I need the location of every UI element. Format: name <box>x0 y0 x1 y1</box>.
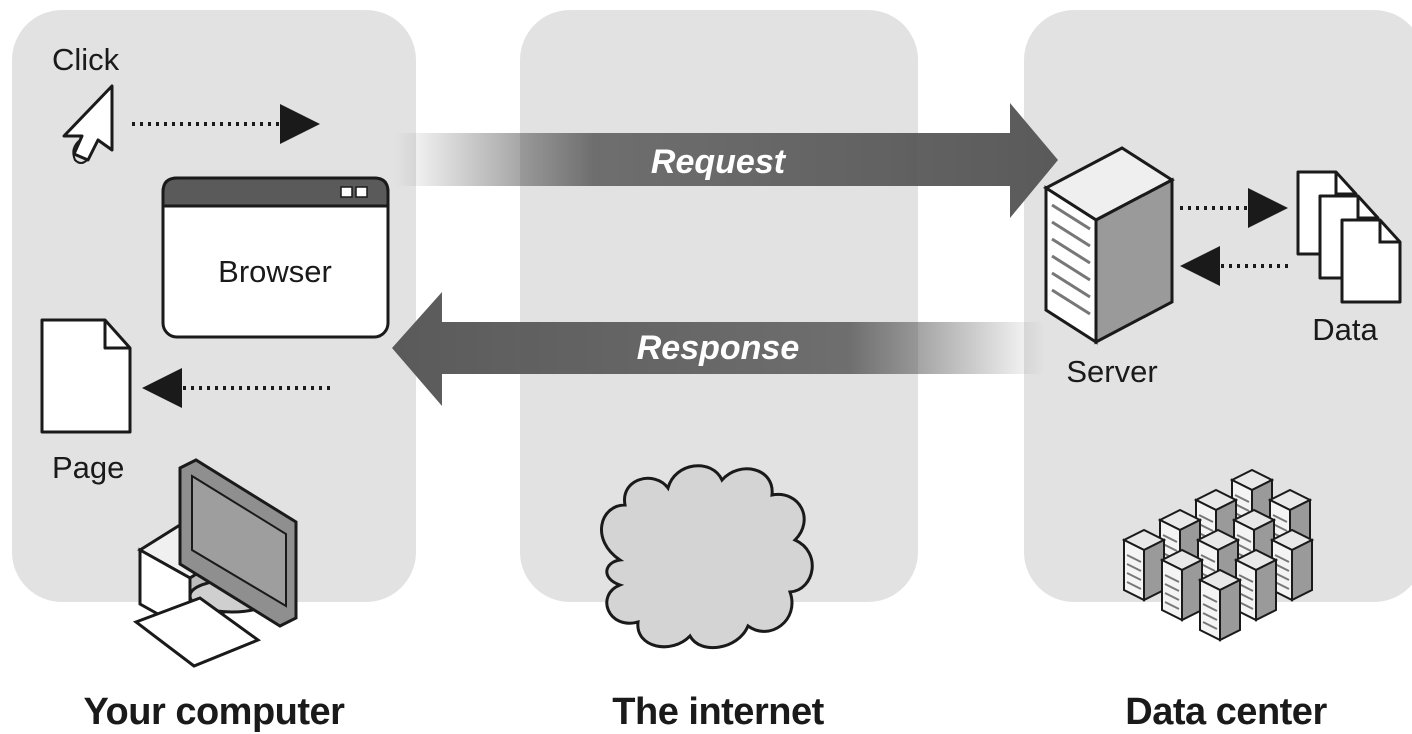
page-label: Page <box>52 450 124 485</box>
data-label: Data <box>1312 312 1378 347</box>
browser-window-icon <box>161 176 390 339</box>
request-arrow: Request <box>395 103 1058 218</box>
response-label: Response <box>637 329 800 367</box>
section-title-data-center: Data center <box>1125 691 1327 733</box>
stacked-documents-icon <box>1296 170 1402 304</box>
click-label: Click <box>52 42 120 77</box>
cloud-icon <box>600 464 814 650</box>
section-title-internet: The internet <box>612 691 824 733</box>
response-arrow: Response <box>392 292 1045 406</box>
browser-label: Browser <box>218 254 332 289</box>
server-label: Server <box>1066 354 1157 389</box>
request-label: Request <box>651 143 787 181</box>
section-title-your-computer: Your computer <box>84 691 346 733</box>
document-icon <box>40 318 132 434</box>
hand-cursor-icon <box>62 84 114 164</box>
server-tower-icon <box>1043 146 1175 345</box>
desktop-computer-icon <box>132 458 298 668</box>
